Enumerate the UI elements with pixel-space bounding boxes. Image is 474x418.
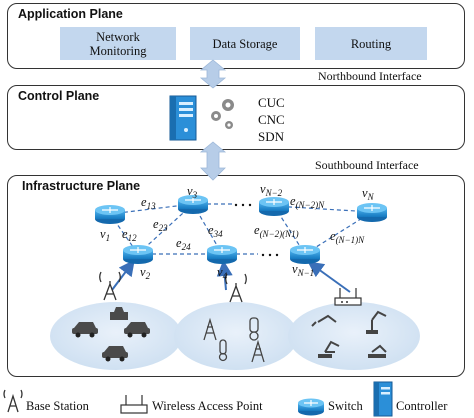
legend-controller-label: Controller [396, 399, 448, 413]
edge-label-eN-1N: e(N−1)N [330, 229, 365, 245]
switch-vN [357, 203, 387, 222]
legend-wireless-access-point-label: Wireless Access Point [152, 399, 263, 413]
robot-bases [318, 330, 386, 358]
edge-label-e13: e13 [141, 195, 156, 211]
cnc-label: CNC [258, 112, 285, 127]
legend-wireless-access-point-icon [120, 395, 148, 414]
south-double-arrow [199, 141, 227, 181]
data-storage-box: Data Storage [190, 27, 300, 60]
controller-server-icon [169, 95, 197, 141]
legend-base-station-icon [3, 389, 23, 413]
edge-label-eN-2N1: e(N−2)(N1) [254, 223, 299, 239]
uplink-arrows [111, 259, 351, 293]
infrastructure-plane-title: Infrastructure Plane [22, 179, 141, 193]
legend-switch-icon [298, 398, 324, 416]
legend-controller-icon [373, 381, 393, 417]
gear-icon [211, 99, 234, 129]
edge-label-eN-2N: e(N−2)N [290, 194, 325, 210]
node-label-v4: v4 [217, 265, 228, 281]
sdn-label: SDN [258, 129, 285, 144]
cuc-label: CUC [258, 95, 285, 110]
switch-v4 [207, 245, 237, 264]
sensor-icons [203, 317, 265, 363]
car-icon [72, 307, 150, 362]
northbound-interface-label: Northbound Interface [318, 69, 422, 83]
southbound-interface-label: Southbound Interface [315, 158, 419, 172]
edge-label-e24: e24 [176, 236, 191, 252]
data-storage-label: Data Storage [212, 36, 278, 51]
node-label-v2: v2 [140, 265, 151, 281]
node-label-vN-1: vN−1 [292, 262, 314, 278]
vehicle-area [50, 302, 182, 370]
network-monitoring-box: Network Monitoring [60, 27, 176, 60]
robot-arm-icons [311, 310, 387, 353]
ellipsis-dots [234, 203, 279, 257]
node-label-v1: v1 [100, 227, 110, 243]
sensor-area [174, 302, 298, 370]
routing-box: Routing [315, 27, 427, 60]
control-plane [7, 85, 465, 150]
edge-label-e12: e12 [122, 227, 137, 243]
switch-vN-1 [290, 245, 320, 264]
switch-v2 [123, 245, 153, 264]
base-station-icon-area2 [225, 273, 247, 303]
routing-label: Routing [350, 36, 392, 51]
wireless-access-point-icon-area3 [334, 288, 362, 306]
switch-v3 [178, 195, 208, 214]
legend-switch-label: Switch [328, 399, 363, 413]
legend-base-station-label: Base Station [26, 399, 89, 413]
switch-v1 [95, 205, 125, 224]
switch-vN-2 [259, 197, 289, 216]
node-label-vN-2: vN−2 [260, 182, 283, 198]
node-label-vN: vN [362, 186, 375, 202]
control-plane-title: Control Plane [18, 89, 100, 103]
edge-label-e34: e34 [208, 223, 223, 239]
north-double-arrow [199, 59, 227, 89]
factory-area [288, 302, 420, 370]
node-label-v3: v3 [187, 184, 198, 200]
network-monitoring-label: Network Monitoring [89, 29, 147, 58]
base-station-icon-area1 [99, 271, 121, 301]
edge-label-e23: e23 [153, 217, 168, 233]
application-plane-title: Application Plane [18, 7, 123, 21]
